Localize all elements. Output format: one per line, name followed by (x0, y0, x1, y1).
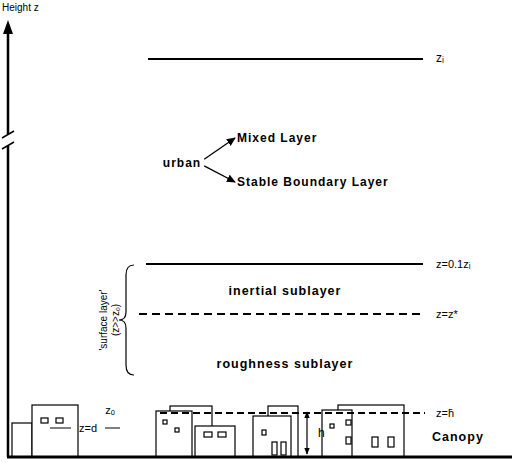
level-label: zᵢ (436, 52, 444, 66)
layer-name: Stable Boundary Layer (237, 175, 389, 189)
arrow-connector (204, 166, 235, 182)
surface-bracket (119, 265, 134, 375)
ground-line (7, 456, 512, 459)
d-dash (50, 428, 71, 429)
level-label: roughness sublayer (217, 357, 354, 371)
level-label: z=0.1zᵢ (436, 258, 470, 271)
level-label: z=d (79, 422, 97, 435)
level-label: z=z* (436, 308, 458, 321)
axis-break-gap (2, 134, 14, 146)
level-label: inertial sublayer (229, 284, 342, 298)
level-label: z=h̄ (436, 407, 454, 420)
level-label: h (318, 427, 325, 441)
d-dash (105, 428, 120, 429)
h-dimension-arrow (306, 412, 307, 454)
axis-arrowhead (3, 20, 13, 34)
zstar-line (139, 313, 423, 315)
level-label: Canopy (432, 430, 484, 444)
surface-layer-label: 'surface layer' (98, 289, 110, 350)
rotated-label-group: 'surface layer'(z>>zₒ) (98, 289, 121, 350)
axis-break (2, 142, 14, 149)
axis-break (2, 131, 14, 138)
level-label: Height z (2, 2, 39, 14)
layer-name-node: Stable Boundary Layer (235, 174, 391, 190)
arrow-connector (204, 138, 235, 159)
height-axis (7, 34, 10, 457)
layer-name-node: Mixed Layer (235, 130, 319, 146)
zi-line (148, 58, 423, 60)
layer-name: urban (163, 156, 201, 170)
hbar-line (160, 412, 425, 414)
surface-top-line (146, 263, 423, 265)
level-label: zₒ (105, 404, 115, 417)
layer-name-node: urban (161, 155, 203, 171)
layer-name: Mixed Layer (237, 131, 317, 145)
surface-layer-label: (z>>zₒ) (109, 289, 121, 350)
